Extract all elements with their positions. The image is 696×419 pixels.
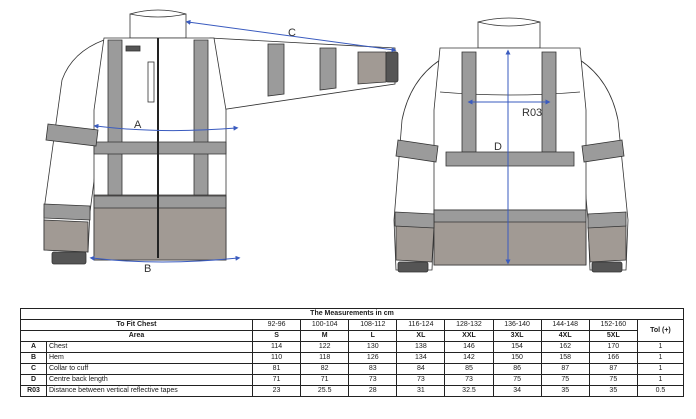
row-value: 71 (300, 374, 350, 386)
size-label: XXL (444, 330, 494, 342)
row-value: 35 (588, 385, 638, 397)
row-value: 34 (492, 385, 542, 397)
label-r03: R03 (522, 107, 542, 119)
row-value: 118 (300, 352, 350, 364)
row-code: R03 (20, 385, 47, 397)
chest-range: 100-104 (300, 319, 350, 331)
row-value: 23 (251, 385, 302, 397)
row-value: 142 (444, 352, 494, 364)
row-value: 114 (251, 341, 302, 353)
tolerance-header: Tol (+) (636, 319, 685, 342)
jacket-back-view (393, 17, 629, 273)
chest-range: 136-140 (492, 319, 542, 331)
row-value: 150 (492, 352, 542, 364)
row-value: 126 (348, 352, 398, 364)
row-value: 134 (396, 352, 446, 364)
row-value: 162 (540, 341, 590, 353)
chest-range: 108-112 (348, 319, 398, 331)
row-value: 35 (540, 385, 590, 397)
size-label: XL (396, 330, 446, 342)
row-value: 122 (300, 341, 350, 353)
row-value: 170 (588, 341, 638, 353)
measurement-labels: A B C D R03 (134, 27, 542, 275)
measurement-lines (89, 19, 551, 265)
row-value: 87 (588, 363, 638, 375)
row-value: 130 (348, 341, 398, 353)
row-value: 84 (396, 363, 446, 375)
row-area: Chest (46, 341, 253, 353)
row-value: 86 (492, 363, 542, 375)
row-code: A (20, 341, 47, 353)
row-value: 85 (444, 363, 494, 375)
fit-chest-row: To Fit Chest 92-96 100-104 108-112 116-1… (20, 319, 685, 342)
chest-range: 144-148 (540, 319, 590, 331)
label-d: D (494, 141, 502, 153)
row-value: 166 (588, 352, 638, 364)
row-value: 28 (348, 385, 398, 397)
size-label: 5XL (588, 330, 638, 342)
row-code: B (20, 352, 47, 364)
row-tolerance: 1 (636, 374, 685, 386)
table-title: The Measurements in cm (20, 308, 684, 320)
row-tolerance: 0.5 (636, 385, 685, 397)
label-b: B (144, 263, 151, 275)
row-tolerance: 1 (636, 341, 685, 353)
chest-range: 92-96 (251, 319, 302, 331)
row-tolerance: 1 (636, 352, 685, 364)
label-c: C (288, 27, 296, 39)
row-value: 31 (396, 385, 446, 397)
chest-range: 116-124 (396, 319, 446, 331)
row-value: 73 (348, 374, 398, 386)
row-value: 71 (251, 374, 302, 386)
row-value: 138 (396, 341, 446, 353)
row-area: Collar to cuff (46, 363, 253, 375)
size-label: S (251, 330, 302, 342)
row-value: 81 (251, 363, 302, 375)
row-value: 25.5 (300, 385, 350, 397)
row-area: Centre back length (46, 374, 253, 386)
measure-line-a (93, 123, 239, 132)
row-value: 32.5 (444, 385, 494, 397)
size-label: 4XL (540, 330, 590, 342)
row-value: 154 (492, 341, 542, 353)
row-value: 75 (540, 374, 590, 386)
row-tolerance: 1 (636, 363, 685, 375)
row-value: 87 (540, 363, 590, 375)
row-value: 158 (540, 352, 590, 364)
jacket-front-view (43, 9, 399, 265)
row-value: 73 (396, 374, 446, 386)
measurements-table: The Measurements in cm To Fit Chest 92-9… (20, 308, 685, 397)
row-value: 82 (300, 363, 350, 375)
row-area: Distance between vertical reflective tap… (46, 385, 253, 397)
measure-line-c (185, 19, 397, 53)
row-value: 75 (492, 374, 542, 386)
chest-range: 152-160 (588, 319, 638, 331)
label-a: A (134, 119, 142, 131)
jacket-diagram: A B C D R03 (43, 9, 629, 275)
size-row: Area S M L XL XXL 3XL 4XL 5XL (20, 330, 684, 342)
size-label: L (348, 330, 398, 342)
row-value: 146 (444, 341, 494, 353)
row-value: 83 (348, 363, 398, 375)
size-label: 3XL (492, 330, 542, 342)
chest-range: 128-132 (444, 319, 494, 331)
size-label: M (300, 330, 350, 342)
area-header: Area (20, 330, 253, 342)
row-area: Hem (46, 352, 253, 364)
fit-chest-label: To Fit Chest (20, 319, 253, 331)
row-code: D (20, 374, 47, 386)
row-value: 73 (444, 374, 494, 386)
row-value: 75 (588, 374, 638, 386)
measure-line-b (89, 255, 241, 263)
row-code: C (20, 363, 47, 375)
row-value: 110 (251, 352, 302, 364)
